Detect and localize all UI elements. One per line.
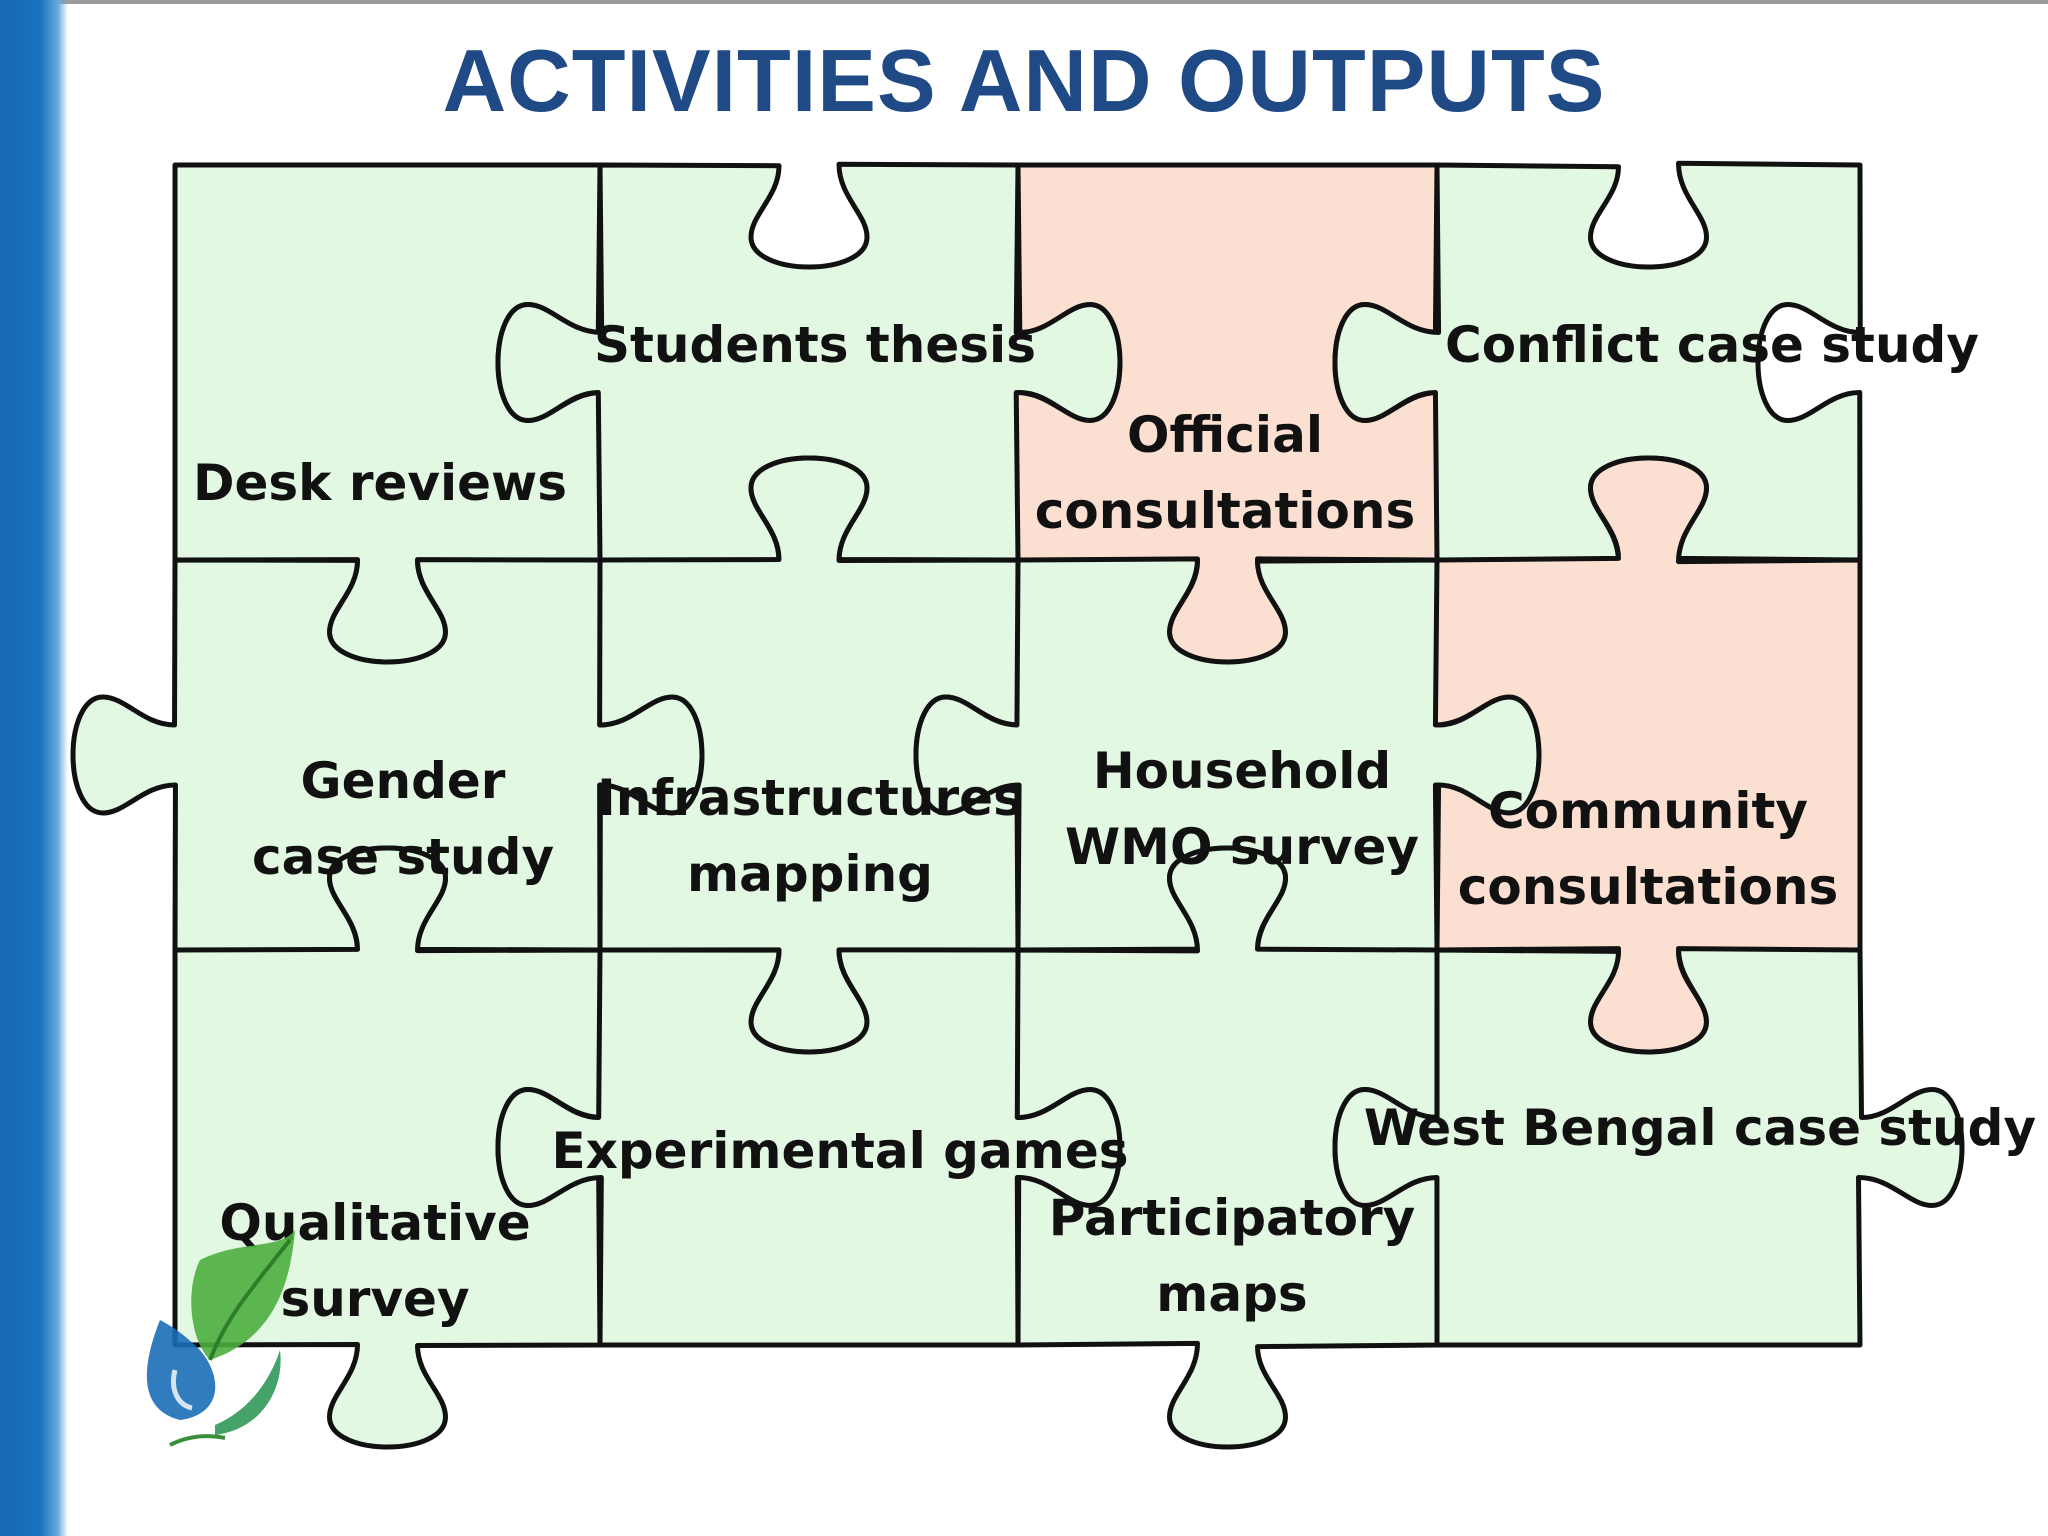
water-leaf-logo-icon bbox=[146, 1230, 295, 1447]
page-title: ACTIVITIES AND OUTPUTS bbox=[442, 31, 1606, 130]
puzzle-label-desk-reviews-line-1: Desk reviews bbox=[193, 454, 567, 512]
puzzle-piece-shape bbox=[1332, 946, 1965, 1348]
puzzle-label-household-wmo-survey-line-1: Household bbox=[1093, 742, 1391, 800]
puzzle-label-participatory-maps-line-2: maps bbox=[1156, 1265, 1307, 1323]
puzzle-label-experimental-games-line-1: Experimental games bbox=[551, 1122, 1128, 1180]
puzzle-label-gender-case-study-line-1: Gender bbox=[301, 752, 506, 810]
top-border-line bbox=[0, 0, 2048, 4]
puzzle-label-qualitative-survey-line-2: survey bbox=[280, 1270, 469, 1328]
puzzle-label-participatory-maps-line-1: Participatory bbox=[1049, 1189, 1416, 1247]
puzzle-label-official-consultations-line-1: Official bbox=[1127, 406, 1323, 464]
puzzle-label-household-wmo-survey-line-2: WMO survey bbox=[1065, 818, 1419, 876]
puzzle-label-community-consultations-line-2: consultations bbox=[1458, 858, 1838, 916]
puzzle-label-official-consultations-line-2: consultations bbox=[1035, 482, 1415, 540]
puzzle-label-gender-case-study-line-2: case study bbox=[252, 828, 554, 886]
puzzle-label-infrastructures-mapping-line-2: mapping bbox=[687, 845, 933, 903]
puzzle-label-west-bengal-case-study-line-1: West Bengal case study bbox=[1364, 1099, 2036, 1157]
puzzle-label-conflict-case-study-line-1: Conflict case study bbox=[1445, 316, 1979, 374]
blue-sidebar-band bbox=[0, 0, 68, 1536]
puzzle-label-infrastructures-mapping-line-1: Infrastructures bbox=[597, 769, 1023, 827]
puzzle-label-students-thesis-line-1: Students thesis bbox=[594, 316, 1036, 374]
puzzle-piece-west-bengal-case-study bbox=[1332, 946, 1965, 1348]
puzzle-label-community-consultations-line-1: Community bbox=[1488, 782, 1808, 840]
puzzle-label-qualitative-survey-line-1: Qualitative bbox=[219, 1194, 530, 1252]
